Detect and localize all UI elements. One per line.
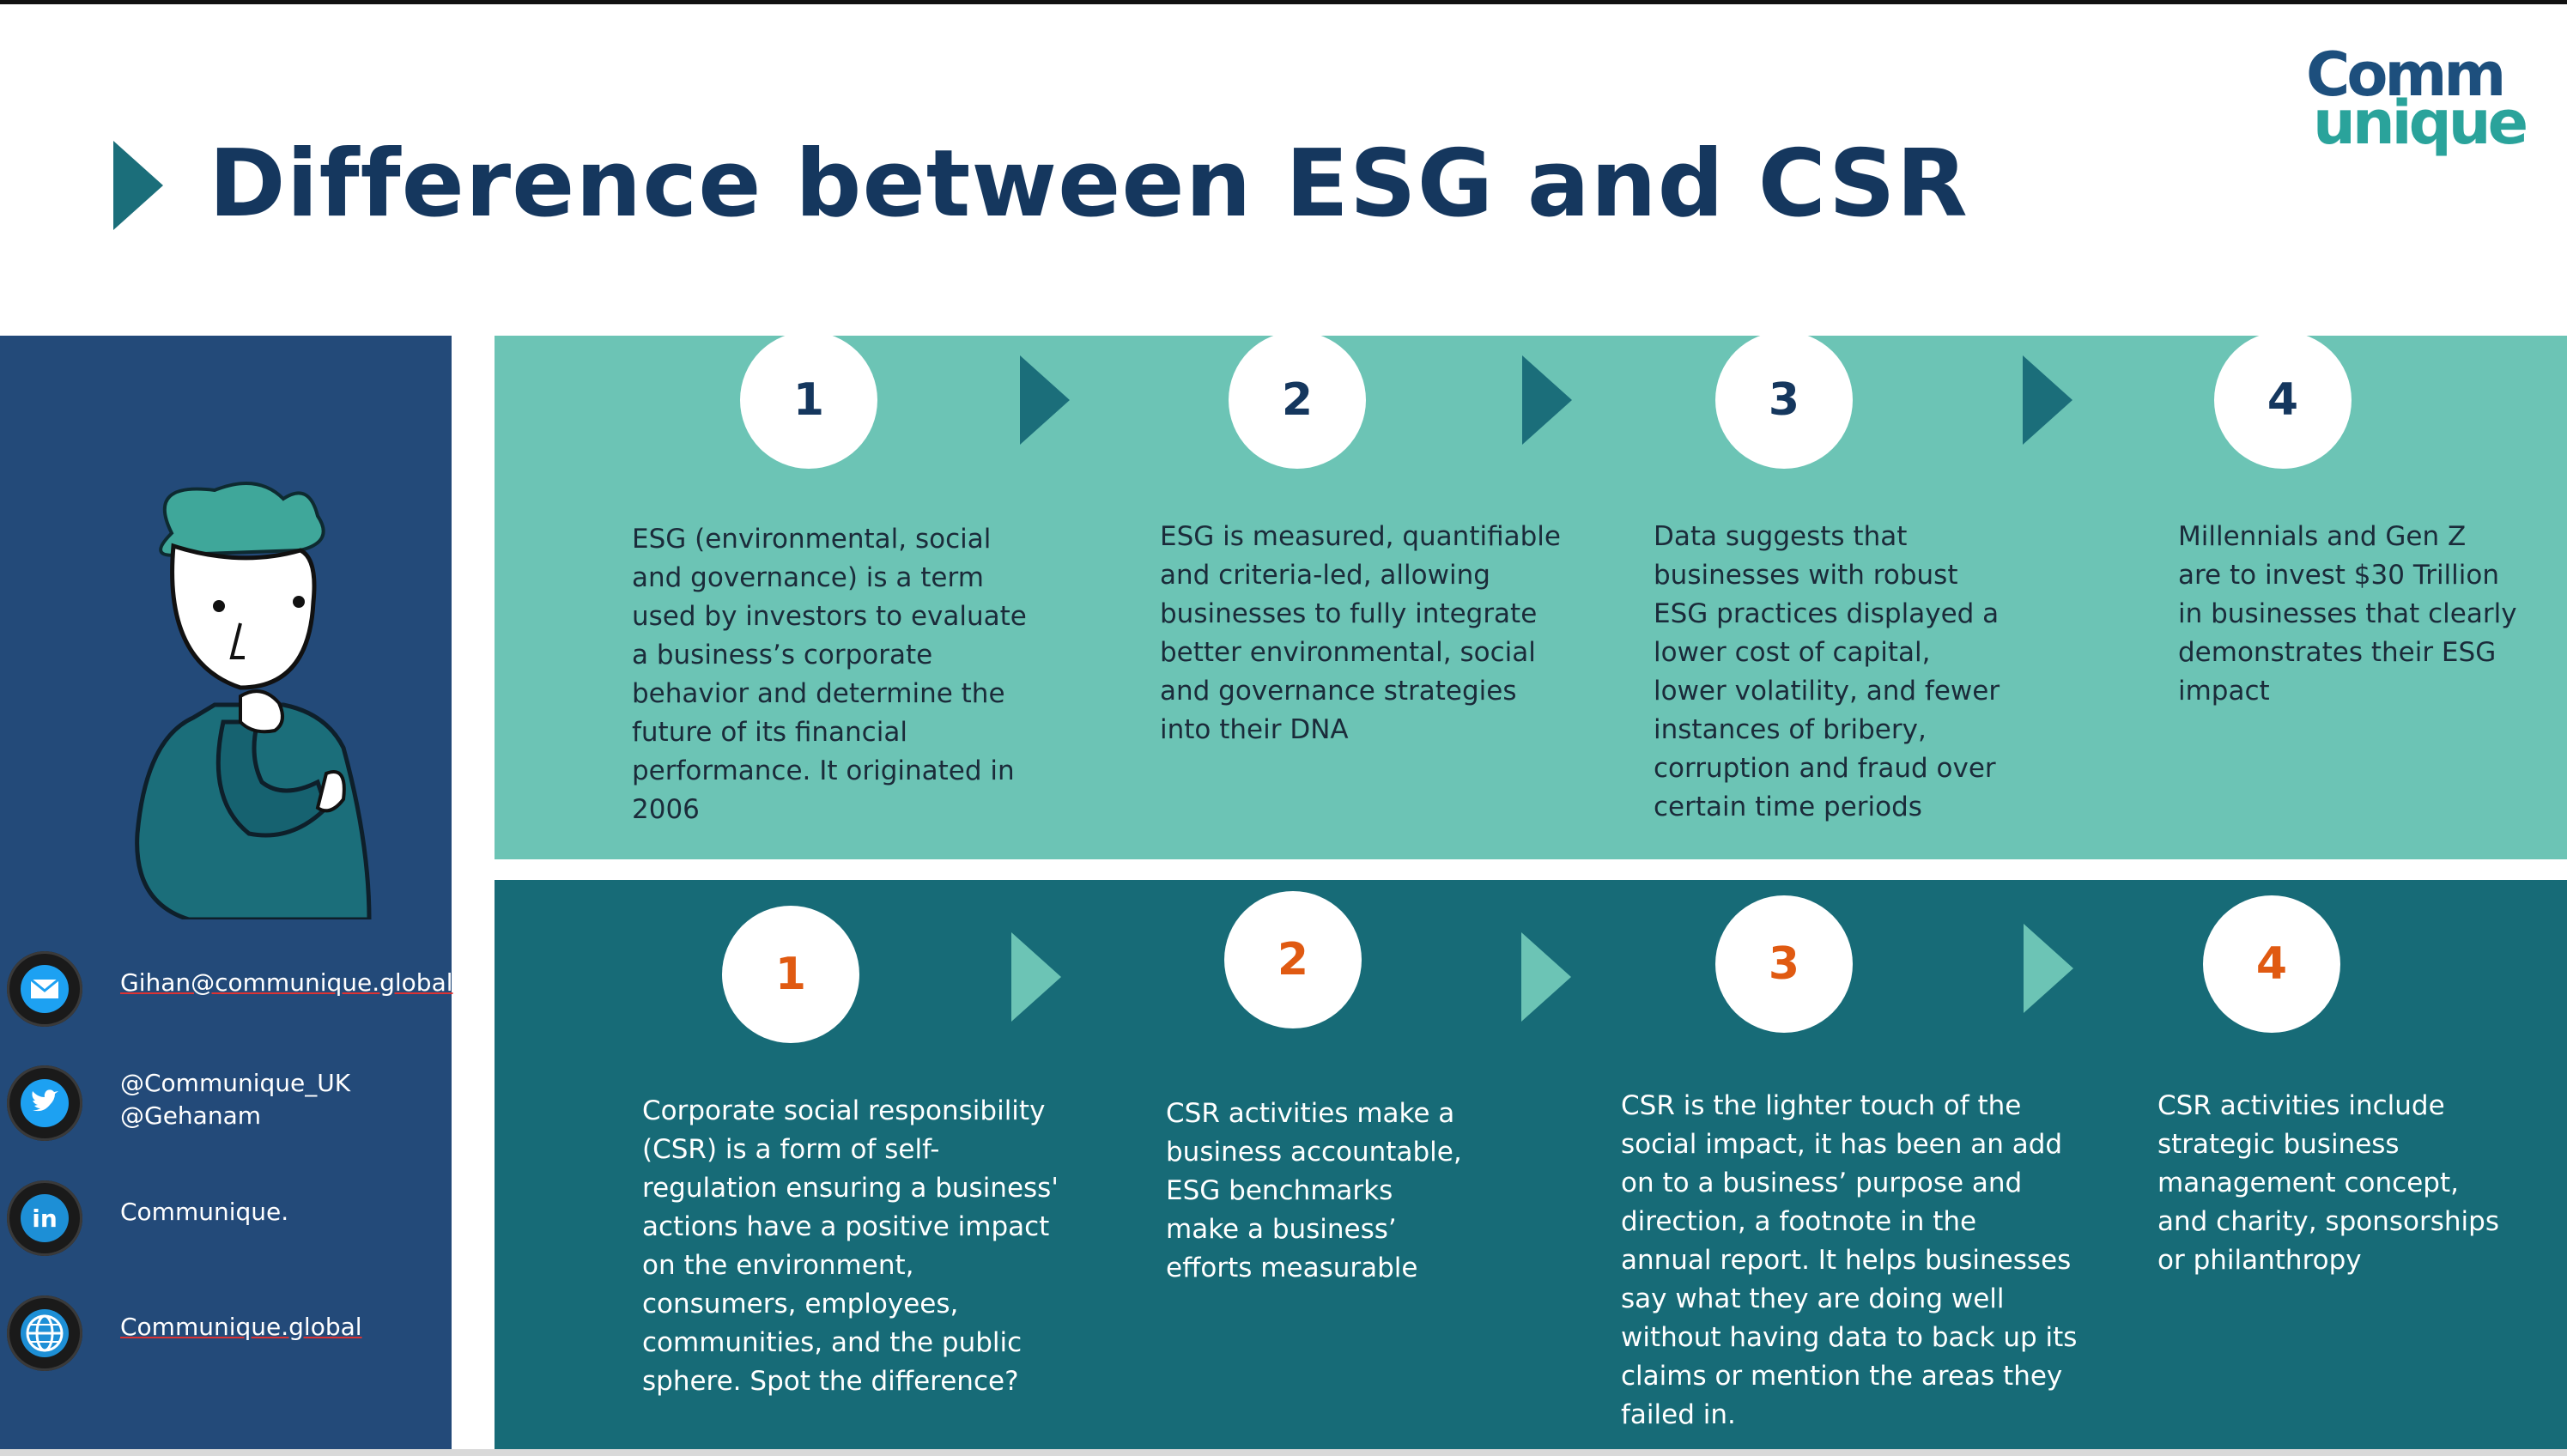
linkedin-name[interactable]: Communique. bbox=[120, 1198, 289, 1226]
esg-step-1-text: ESG (environmental, social and governanc… bbox=[632, 524, 1027, 825]
csr-step-3-circle: 3 bbox=[1715, 895, 1853, 1033]
chevron-right-icon bbox=[1522, 355, 1572, 445]
chevron-right-icon bbox=[1521, 932, 1571, 1022]
chevron-right-icon bbox=[1020, 355, 1070, 445]
csr-step-2-text: CSR activities make a business accountab… bbox=[1166, 1098, 1462, 1283]
chevron-right-icon bbox=[2024, 924, 2073, 1013]
chevron-right-icon bbox=[2023, 355, 2072, 445]
website-link[interactable]: Communique.global bbox=[120, 1313, 362, 1341]
email-link[interactable]: Gihan@communique.global bbox=[120, 968, 453, 997]
esg-step-3-text: Data suggests that businesses with robus… bbox=[1654, 521, 2000, 822]
twitter-icon bbox=[7, 1065, 82, 1141]
contact-email[interactable]: Gihan@communique.global bbox=[0, 941, 453, 1044]
esg-step-1-circle: 1 bbox=[740, 331, 877, 469]
esg-step-2-circle: 2 bbox=[1229, 331, 1366, 469]
contact-website[interactable]: Communique.global bbox=[0, 1285, 452, 1388]
csr-step-1-text: Corporate social responsibility (CSR) is… bbox=[642, 1095, 1059, 1397]
csr-step-1-circle: 1 bbox=[722, 906, 859, 1043]
title-arrow-icon bbox=[113, 141, 163, 230]
linkedin-icon: in bbox=[7, 1180, 82, 1256]
logo-line-2: unique bbox=[2313, 88, 2528, 158]
page-title: Difference between ESG and CSR bbox=[209, 130, 1969, 238]
csr-step-4-text: CSR activities include strategic busines… bbox=[2157, 1090, 2499, 1276]
bottom-border bbox=[0, 1449, 2567, 1456]
esg-step-4-circle: 4 bbox=[2214, 331, 2352, 469]
esg-step-4-text: Millennials and Gen Z are to invest $30 … bbox=[2178, 521, 2517, 707]
svg-text:in: in bbox=[32, 1204, 58, 1233]
csr-panel: 1 2 3 4 Corporate social responsibility … bbox=[495, 880, 2567, 1456]
twitter-handles: @Communique_UK @Gehanam bbox=[120, 1069, 351, 1130]
globe-icon bbox=[7, 1295, 82, 1371]
contact-twitter[interactable]: @Communique_UK @Gehanam bbox=[0, 1055, 452, 1158]
esg-panel: 1 2 3 4 ESG (environmental, social and g… bbox=[495, 331, 2567, 859]
thinking-person-illustration bbox=[135, 482, 372, 919]
contact-linkedin[interactable]: in Communique. bbox=[0, 1170, 452, 1273]
esg-step-2-text: ESG is measured, quantifiable and criter… bbox=[1160, 521, 1561, 745]
email-icon bbox=[7, 951, 82, 1027]
esg-step-3-circle: 3 bbox=[1715, 331, 1853, 469]
chevron-right-icon bbox=[1011, 932, 1061, 1022]
csr-step-2-circle: 2 bbox=[1224, 891, 1362, 1028]
csr-step-3-text: CSR is the lighter touch of the social i… bbox=[1621, 1090, 2078, 1430]
sidebar: Gihan@communique.global @Communique_UK @… bbox=[0, 336, 453, 1456]
logo-line-1: Comm bbox=[2306, 39, 2506, 110]
communique-logo: Comm unique bbox=[2301, 43, 2528, 163]
csr-step-4-circle: 4 bbox=[2203, 895, 2340, 1033]
top-border bbox=[0, 0, 2567, 4]
